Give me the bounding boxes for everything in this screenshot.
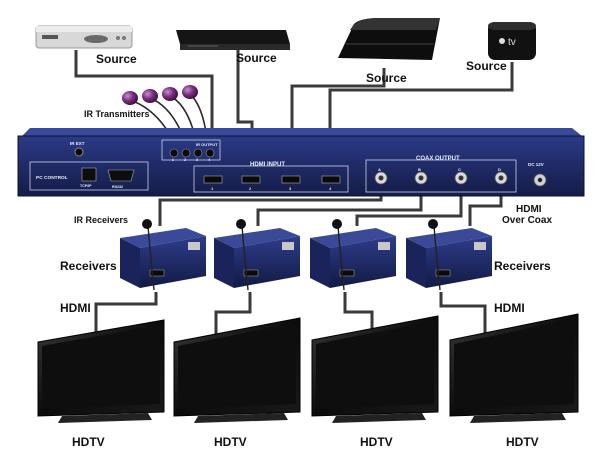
coax-cable-c [355, 187, 463, 226]
source-device-cable-box [35, 25, 133, 49]
receiver-box-4 [406, 219, 492, 291]
ir-output-label: IR OUTPUT [196, 142, 218, 147]
tcpip-label: TCP/IP [80, 184, 92, 188]
hdmi-cable-2 [214, 292, 252, 344]
hdmi-input-ports [203, 175, 341, 184]
ir-receivers-label: IR Receivers [74, 215, 128, 225]
ir-transmitter-icon [182, 85, 198, 99]
receiver-logo-icon [474, 242, 486, 250]
source-label-4: Source [466, 59, 507, 73]
ir-ext-label: IR EXT [70, 141, 85, 146]
ir-transmitter-icon [122, 91, 138, 105]
hdtv-label-4: HDTV [506, 435, 539, 449]
ir-port-label-2: 2 [184, 158, 186, 162]
coax-port-label-a: A [378, 167, 381, 172]
ir-transmitter-icon [162, 87, 178, 101]
ir-receiver-icon [332, 219, 342, 229]
ir-receiver-icon [428, 219, 438, 229]
ir-receiver-icon [142, 219, 152, 229]
ir-port-label-1: 1 [172, 158, 174, 162]
hdmi-cable-1 [94, 292, 158, 344]
hdmi-label-right: HDMI [494, 301, 525, 315]
pc-control-box [29, 161, 149, 191]
hdtv-3 [311, 315, 439, 423]
receiver-hdmi-port-icon [435, 269, 451, 277]
receiver-box-2 [214, 219, 300, 291]
hdmi-label-left: HDMI [60, 301, 91, 315]
hdmi-port-label-3: 3 [289, 186, 292, 191]
hdtv-4 [449, 313, 579, 423]
receiver-logo-icon [188, 242, 200, 250]
hdmi-port-label-4: 4 [329, 186, 332, 191]
matrix-switch-panel: IR EXT PC CONTROL TCP/IP RS232 IR OUTPUT… [17, 128, 585, 197]
ir-ext-port-icon [74, 147, 84, 157]
ir-output-ports [169, 148, 215, 158]
ir-transmitter-icon [142, 89, 158, 103]
apple-tv-text: tv [508, 37, 516, 48]
source-cable-3 [290, 68, 386, 137]
hdtv-1 [37, 319, 165, 423]
receiver-box-3 [310, 219, 396, 291]
receivers-label-left: Receivers [60, 259, 117, 273]
hdmi-port-label-1: 1 [211, 186, 214, 191]
hdmi-port-label-2: 2 [249, 186, 252, 191]
source-device-apple-tv: tv [488, 22, 536, 60]
apple-logo-icon [499, 38, 505, 44]
source-label-1: Source [96, 52, 137, 66]
receiver-hdmi-port-icon [149, 269, 165, 277]
hdtv-label-1: HDTV [72, 435, 105, 449]
coax-output-ports [374, 171, 508, 185]
coax-output-label: COAX OUTPUT [416, 156, 460, 162]
hdtv-label-2: HDTV [214, 435, 247, 449]
coax-port-label-d: D [498, 167, 501, 172]
ir-output-box [161, 139, 221, 161]
hdmi-over-coax-label-line1: HDMI [516, 204, 542, 215]
ir-transmitters-label: IR Transmitters [84, 109, 150, 119]
hdtv-2 [173, 317, 301, 423]
ir-port-label-4: 4 [208, 158, 210, 162]
receiver-logo-icon [378, 242, 390, 250]
receiver-logo-icon [282, 242, 294, 250]
source-device-dvd-player [176, 30, 290, 50]
hdmi-cable-3 [343, 292, 374, 344]
coax-port-label-c: C [458, 167, 461, 172]
source-device-game-console [338, 18, 440, 60]
hdmi-cable-4 [439, 292, 487, 344]
hdmi-over-coax-label-line2: Over Coax [502, 215, 552, 226]
ir-port-label-3: 3 [196, 158, 198, 162]
ir-transmitters [122, 85, 198, 105]
rs232-port-icon [107, 169, 135, 182]
hdmi-input-label: HDMI INPUT [250, 162, 285, 168]
source-cable-1 [74, 50, 214, 137]
source-label-2: Source [236, 51, 277, 65]
hdmi-input-box [193, 165, 349, 193]
hdtv-label-3: HDTV [360, 435, 393, 449]
receiver-hdmi-port-icon [339, 269, 355, 277]
dc-12v-label: DC 12V [528, 162, 544, 167]
coax-port-label-b: B [418, 167, 421, 172]
receiver-hdmi-port-icon [243, 269, 259, 277]
receivers-label-right: Receivers [494, 259, 551, 273]
coax-output-box [365, 159, 517, 193]
coax-cable-b [256, 187, 423, 226]
cables [74, 50, 514, 344]
tcpip-port-icon [81, 167, 97, 182]
ir-receiver-icon [236, 219, 246, 229]
receiver-box-1 [120, 219, 206, 291]
pc-control-label: PC CONTROL [36, 175, 68, 181]
rs232-label: RS232 [112, 185, 123, 189]
source-label-3: Source [366, 71, 407, 85]
source-cable-4 [328, 62, 514, 137]
